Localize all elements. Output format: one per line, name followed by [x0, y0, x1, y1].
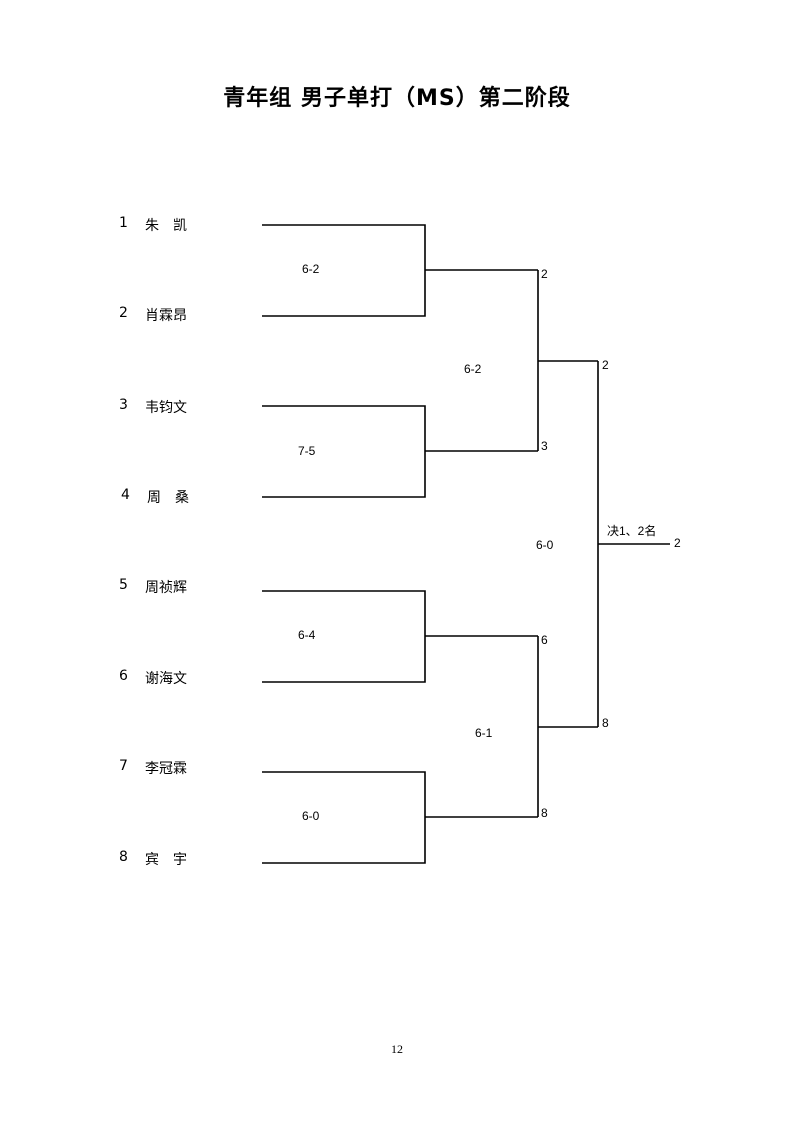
final-label: 决1、2名	[607, 524, 657, 538]
player-name: 朱 凯	[145, 218, 187, 234]
semi-2-lines	[537, 636, 598, 817]
player-1: 1 朱 凯	[119, 215, 187, 263]
final-lines	[597, 361, 670, 727]
match-2-score: 7-5	[298, 444, 316, 458]
player-name: 李冠霖	[145, 761, 187, 777]
match-2-winner: 3	[541, 439, 548, 453]
player-6: 6 谢海文	[119, 668, 187, 716]
match-3-score: 6-4	[298, 628, 316, 642]
semi-1-lines	[537, 270, 598, 451]
final-winner: 2	[674, 536, 681, 550]
player-seed: 7	[119, 758, 128, 774]
final-score: 6-0	[536, 538, 554, 552]
match-3-lines	[262, 590, 538, 683]
player-seed: 4	[121, 487, 130, 503]
player-name: 韦钧文	[145, 400, 187, 416]
match-1-lines	[262, 224, 538, 317]
player-name: 肖霖昂	[145, 308, 187, 324]
match-1-score: 6-2	[302, 262, 320, 276]
player-seed: 6	[119, 668, 128, 684]
player-name: 周 桑	[147, 490, 189, 506]
match-1-winner: 2	[541, 267, 548, 281]
page-title: 青年组 男子单打（MS）第二阶段	[223, 86, 571, 111]
match-4-winner: 8	[541, 806, 548, 820]
match-4-lines	[262, 771, 538, 864]
semi-1-score: 6-2	[464, 362, 482, 376]
match-4-score: 6-0	[302, 809, 320, 823]
player-seed: 5	[119, 577, 128, 593]
player-seed: 2	[119, 305, 128, 321]
player-seed: 1	[119, 215, 128, 231]
semi-2-score: 6-1	[475, 726, 493, 740]
player-name: 宾 宇	[145, 852, 187, 868]
player-2: 2 肖霖昂	[119, 305, 187, 353]
player-name: 谢海文	[145, 671, 187, 687]
semi-1-winner: 2	[602, 358, 609, 372]
player-8: 8 宾 宇	[119, 849, 187, 897]
player-seed: 3	[119, 397, 128, 413]
player-7: 7 李冠霖	[119, 758, 187, 806]
page-number: 12	[391, 1042, 403, 1056]
player-3: 3 韦钧文	[119, 397, 187, 445]
match-2-lines	[262, 405, 538, 498]
player-4: 4 周 桑	[121, 487, 189, 535]
match-3-winner: 6	[541, 633, 548, 647]
player-5: 5 周祯辉	[119, 577, 187, 625]
semi-2-winner: 8	[602, 716, 609, 730]
player-seed: 8	[119, 849, 128, 865]
player-name: 周祯辉	[145, 580, 187, 596]
